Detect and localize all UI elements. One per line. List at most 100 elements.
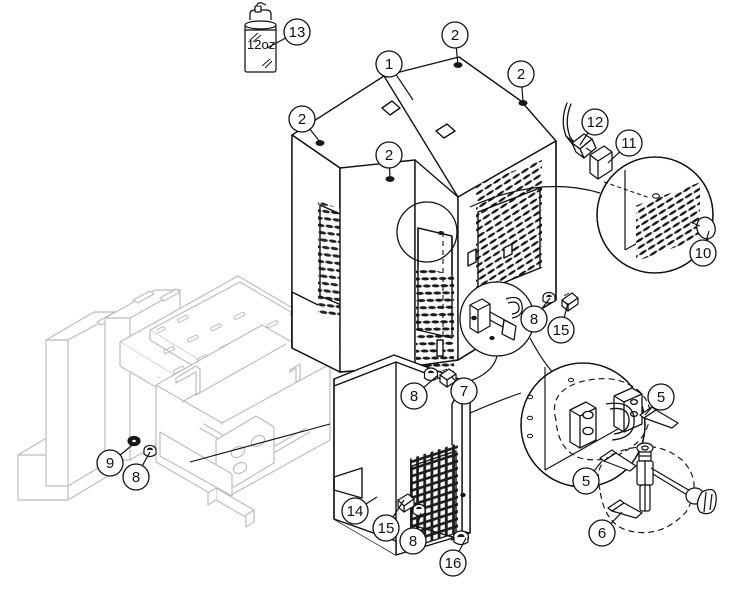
callout-number: 8 — [410, 388, 418, 405]
callout-6-latch-handle-assembly[interactable]: 6 — [588, 511, 623, 547]
callout-15-screw[interactable]: 15 — [372, 499, 405, 542]
callout-5-bolt[interactable]: 5 — [644, 383, 675, 416]
callout-number: 8 — [409, 533, 417, 550]
leader-door-to-detail — [469, 392, 522, 414]
callout-number: 9 — [106, 455, 114, 472]
callout-bubble[interactable] — [96, 449, 124, 477]
spray-can-part — [244, 2, 277, 73]
callout-2-top-fastener[interactable]: 2 — [507, 60, 535, 103]
callout-leader — [365, 496, 378, 505]
hardware-washer-8a — [542, 291, 556, 304]
callout-number: 5 — [657, 389, 665, 406]
callout-15-screw[interactable]: 15 — [547, 302, 575, 344]
callout-number: 15 — [553, 322, 570, 339]
callout-number: 2 — [517, 66, 525, 83]
callout-bubble[interactable] — [547, 316, 575, 344]
callout-7-screw[interactable]: 7 — [450, 376, 478, 405]
callout-1-enclosure-top-cover[interactable]: 1 — [375, 50, 414, 101]
callout-number: 2 — [451, 27, 459, 44]
callout-12-power-cord[interactable]: 12 — [579, 108, 609, 146]
callout-bubble[interactable] — [399, 527, 427, 555]
callout-bubble[interactable] — [375, 50, 403, 78]
callout-leader — [309, 128, 321, 143]
callout-bubble[interactable] — [439, 549, 467, 577]
callout-leader — [644, 406, 653, 416]
callout-leader — [119, 442, 136, 456]
callout-number: 7 — [460, 383, 468, 400]
callout-2-top-fastener[interactable]: 2 — [441, 21, 469, 66]
callout-bubble[interactable] — [375, 141, 403, 169]
callout-8-washer[interactable]: 8 — [122, 451, 151, 491]
callout-number: 8 — [530, 311, 538, 328]
hardware-screw-7 — [439, 368, 457, 388]
callout-14-front-door-panel[interactable]: 14 — [341, 496, 378, 525]
callout-leader — [392, 499, 405, 518]
callout-bubble[interactable] — [400, 382, 428, 410]
callout-leader — [593, 460, 603, 472]
detail-circle-bracket-top — [396, 201, 458, 263]
callout-13-spray-can[interactable]: 13 — [266, 18, 311, 49]
callout-bubble[interactable] — [283, 18, 311, 46]
callout-leader — [521, 86, 524, 103]
callout-bubble[interactable] — [689, 239, 717, 267]
callout-number: 2 — [385, 147, 393, 164]
callout-2-top-fastener[interactable]: 2 — [375, 141, 403, 179]
callout-bubble[interactable] — [647, 383, 675, 411]
callout-bubble[interactable] — [441, 21, 469, 49]
callout-leader — [610, 511, 623, 524]
detail-dashed-outline-bracket — [553, 378, 651, 461]
callout-leader — [579, 132, 589, 146]
callout-leader — [266, 37, 286, 49]
callout-bubble[interactable] — [581, 108, 609, 136]
callout-number: 1 — [385, 56, 393, 73]
callout-bubble[interactable] — [450, 377, 478, 405]
callout-10-grommet[interactable]: 10 — [689, 230, 717, 267]
callout-leader — [541, 297, 551, 310]
callout-5-bolt[interactable]: 5 — [572, 460, 603, 495]
callout-number: 6 — [598, 525, 606, 542]
callout-number: 16 — [445, 555, 462, 572]
callout-bubble[interactable] — [341, 497, 369, 525]
detail-dashed-outline-latch — [597, 446, 695, 534]
callout-bubble[interactable] — [588, 519, 616, 547]
callout-11-plug-connector[interactable]: 11 — [607, 129, 643, 164]
callout-number: 14 — [347, 503, 364, 520]
callout-leader — [455, 47, 459, 66]
callout-bubble[interactable] — [615, 129, 643, 157]
hardware-nut-9 — [127, 435, 141, 447]
callout-9-nut[interactable]: 9 — [96, 442, 136, 477]
callout-bubble[interactable] — [520, 305, 548, 333]
top-fastener — [315, 140, 325, 146]
callout-leader — [141, 451, 151, 466]
callout-number: 12 — [587, 114, 604, 131]
callout-2-top-fastener[interactable]: 2 — [288, 105, 321, 143]
can-volume-label: 12oz — [247, 37, 275, 52]
callout-number: 11 — [621, 135, 637, 152]
callout-bubble[interactable] — [372, 514, 400, 542]
hardware-washer-8b — [423, 367, 439, 382]
callout-number: 8 — [132, 469, 140, 486]
vent-hole — [652, 193, 660, 199]
callout-bubble[interactable] — [507, 60, 535, 88]
leader-ghost-to-panel — [189, 423, 331, 463]
callout-8-washer[interactable]: 8 — [400, 375, 438, 410]
detail-leader-vent — [469, 185, 601, 208]
hinge-bushing-part — [452, 530, 470, 546]
callout-leader — [607, 151, 620, 164]
callout-8-washer[interactable]: 8 — [520, 297, 551, 333]
callout-bubble[interactable] — [572, 467, 600, 495]
detail-circle-vent — [596, 156, 716, 274]
callout-16-hinge-bushing[interactable]: 16 — [439, 537, 467, 577]
plug-connector-part — [571, 133, 613, 180]
callout-number: 13 — [289, 24, 306, 41]
callout-number: 10 — [695, 245, 712, 262]
callout-leader — [458, 537, 467, 552]
callout-bubble[interactable] — [288, 105, 316, 133]
callout-bubble[interactable] — [122, 463, 150, 491]
callout-leader — [423, 375, 438, 388]
callout-8-washer[interactable]: 8 — [399, 512, 427, 555]
callout-number: 15 — [378, 520, 395, 537]
